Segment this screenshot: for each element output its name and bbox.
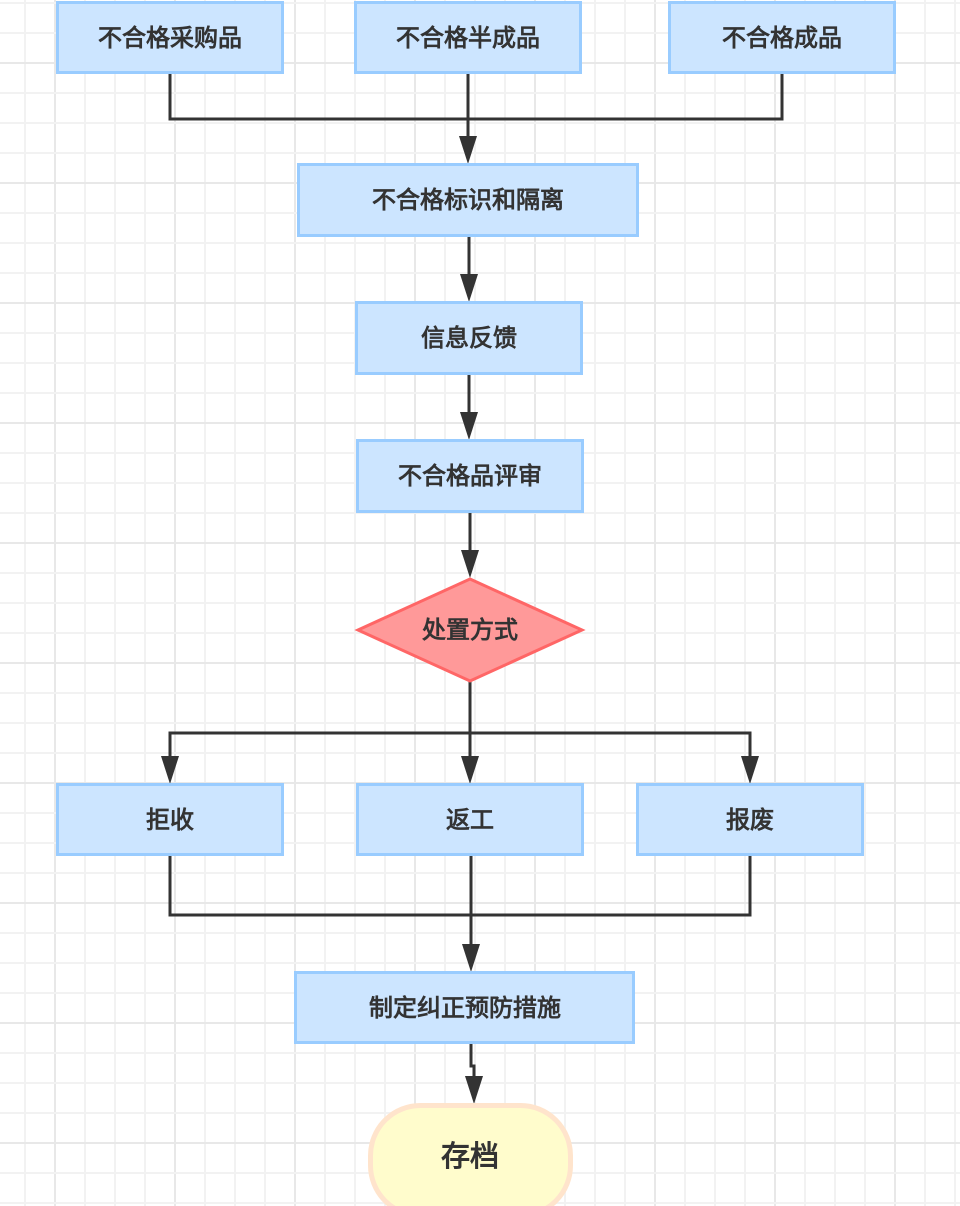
node-label: 处置方式 [421, 616, 518, 644]
node-label: 拒收 [146, 806, 194, 834]
edge-n8-to-n11 [168, 856, 471, 917]
node-shape [356, 783, 584, 856]
node-nonconforming-purchased[interactable]: 不合格采购品 [56, 1, 284, 74]
node-shape [354, 577, 586, 683]
node-label: 报废 [726, 806, 774, 834]
edge-n3-to-n4 [468, 74, 784, 121]
node-shape [56, 783, 284, 856]
edge-n10-to-n11 [471, 856, 752, 917]
node-corrective-preventive-action[interactable]: 制定纠正预防措施 [294, 971, 635, 1044]
node-rework[interactable]: 返工 [356, 783, 584, 856]
node-scrap[interactable]: 报废 [636, 783, 864, 856]
edge-n11-to-n12 [469, 1044, 476, 1078]
node-label: 返工 [446, 806, 494, 834]
node-shape [668, 1, 896, 74]
node-identify-and-isolate[interactable]: 不合格标识和隔离 [297, 163, 639, 237]
node-label: 存档 [441, 1139, 499, 1173]
node-shape [56, 1, 284, 74]
node-nonconforming-semifinished[interactable]: 不合格半成品 [354, 1, 582, 74]
node-label: 不合格成品 [722, 24, 842, 52]
node-shape [368, 1103, 573, 1206]
arrowhead-into-n10 [741, 756, 759, 784]
arrowhead-into-n5 [460, 274, 478, 302]
edges [161, 74, 784, 1104]
node-label: 信息反馈 [421, 324, 517, 352]
node-shape [636, 783, 864, 856]
arrowhead-into-n7 [461, 550, 479, 578]
edge-n7-to-n10 [470, 731, 752, 758]
node-label: 不合格品评审 [398, 462, 542, 490]
arrowhead-into-n6 [460, 412, 478, 440]
node-label: 不合格标识和隔离 [372, 186, 564, 214]
nodes: 不合格采购品 不合格半成品 不合格成品 不合格标识和隔离 信息反馈 不合格品评审… [56, 1, 896, 1206]
edge-n1-to-n4 [168, 74, 468, 121]
node-disposition-decision[interactable]: 处置方式 [354, 577, 586, 683]
node-shape [354, 1, 582, 74]
node-nonconforming-review[interactable]: 不合格品评审 [356, 439, 584, 513]
node-shape [297, 163, 639, 237]
node-shape [294, 971, 635, 1044]
node-shape [355, 301, 583, 375]
arrowhead-into-n9 [461, 756, 479, 784]
node-shape [356, 439, 584, 513]
node-archive[interactable]: 存档 [368, 1103, 573, 1206]
node-label: 不合格半成品 [396, 24, 540, 52]
arrowhead-into-n4 [459, 136, 477, 164]
node-nonconforming-finished[interactable]: 不合格成品 [668, 1, 896, 74]
node-label: 制定纠正预防措施 [369, 994, 561, 1022]
node-reject[interactable]: 拒收 [56, 783, 284, 856]
node-label: 不合格采购品 [98, 24, 242, 52]
arrowhead-into-n8 [161, 756, 179, 784]
arrowhead-into-n11 [462, 944, 480, 972]
arrowhead-into-n12 [465, 1076, 483, 1104]
node-information-feedback[interactable]: 信息反馈 [355, 301, 583, 375]
